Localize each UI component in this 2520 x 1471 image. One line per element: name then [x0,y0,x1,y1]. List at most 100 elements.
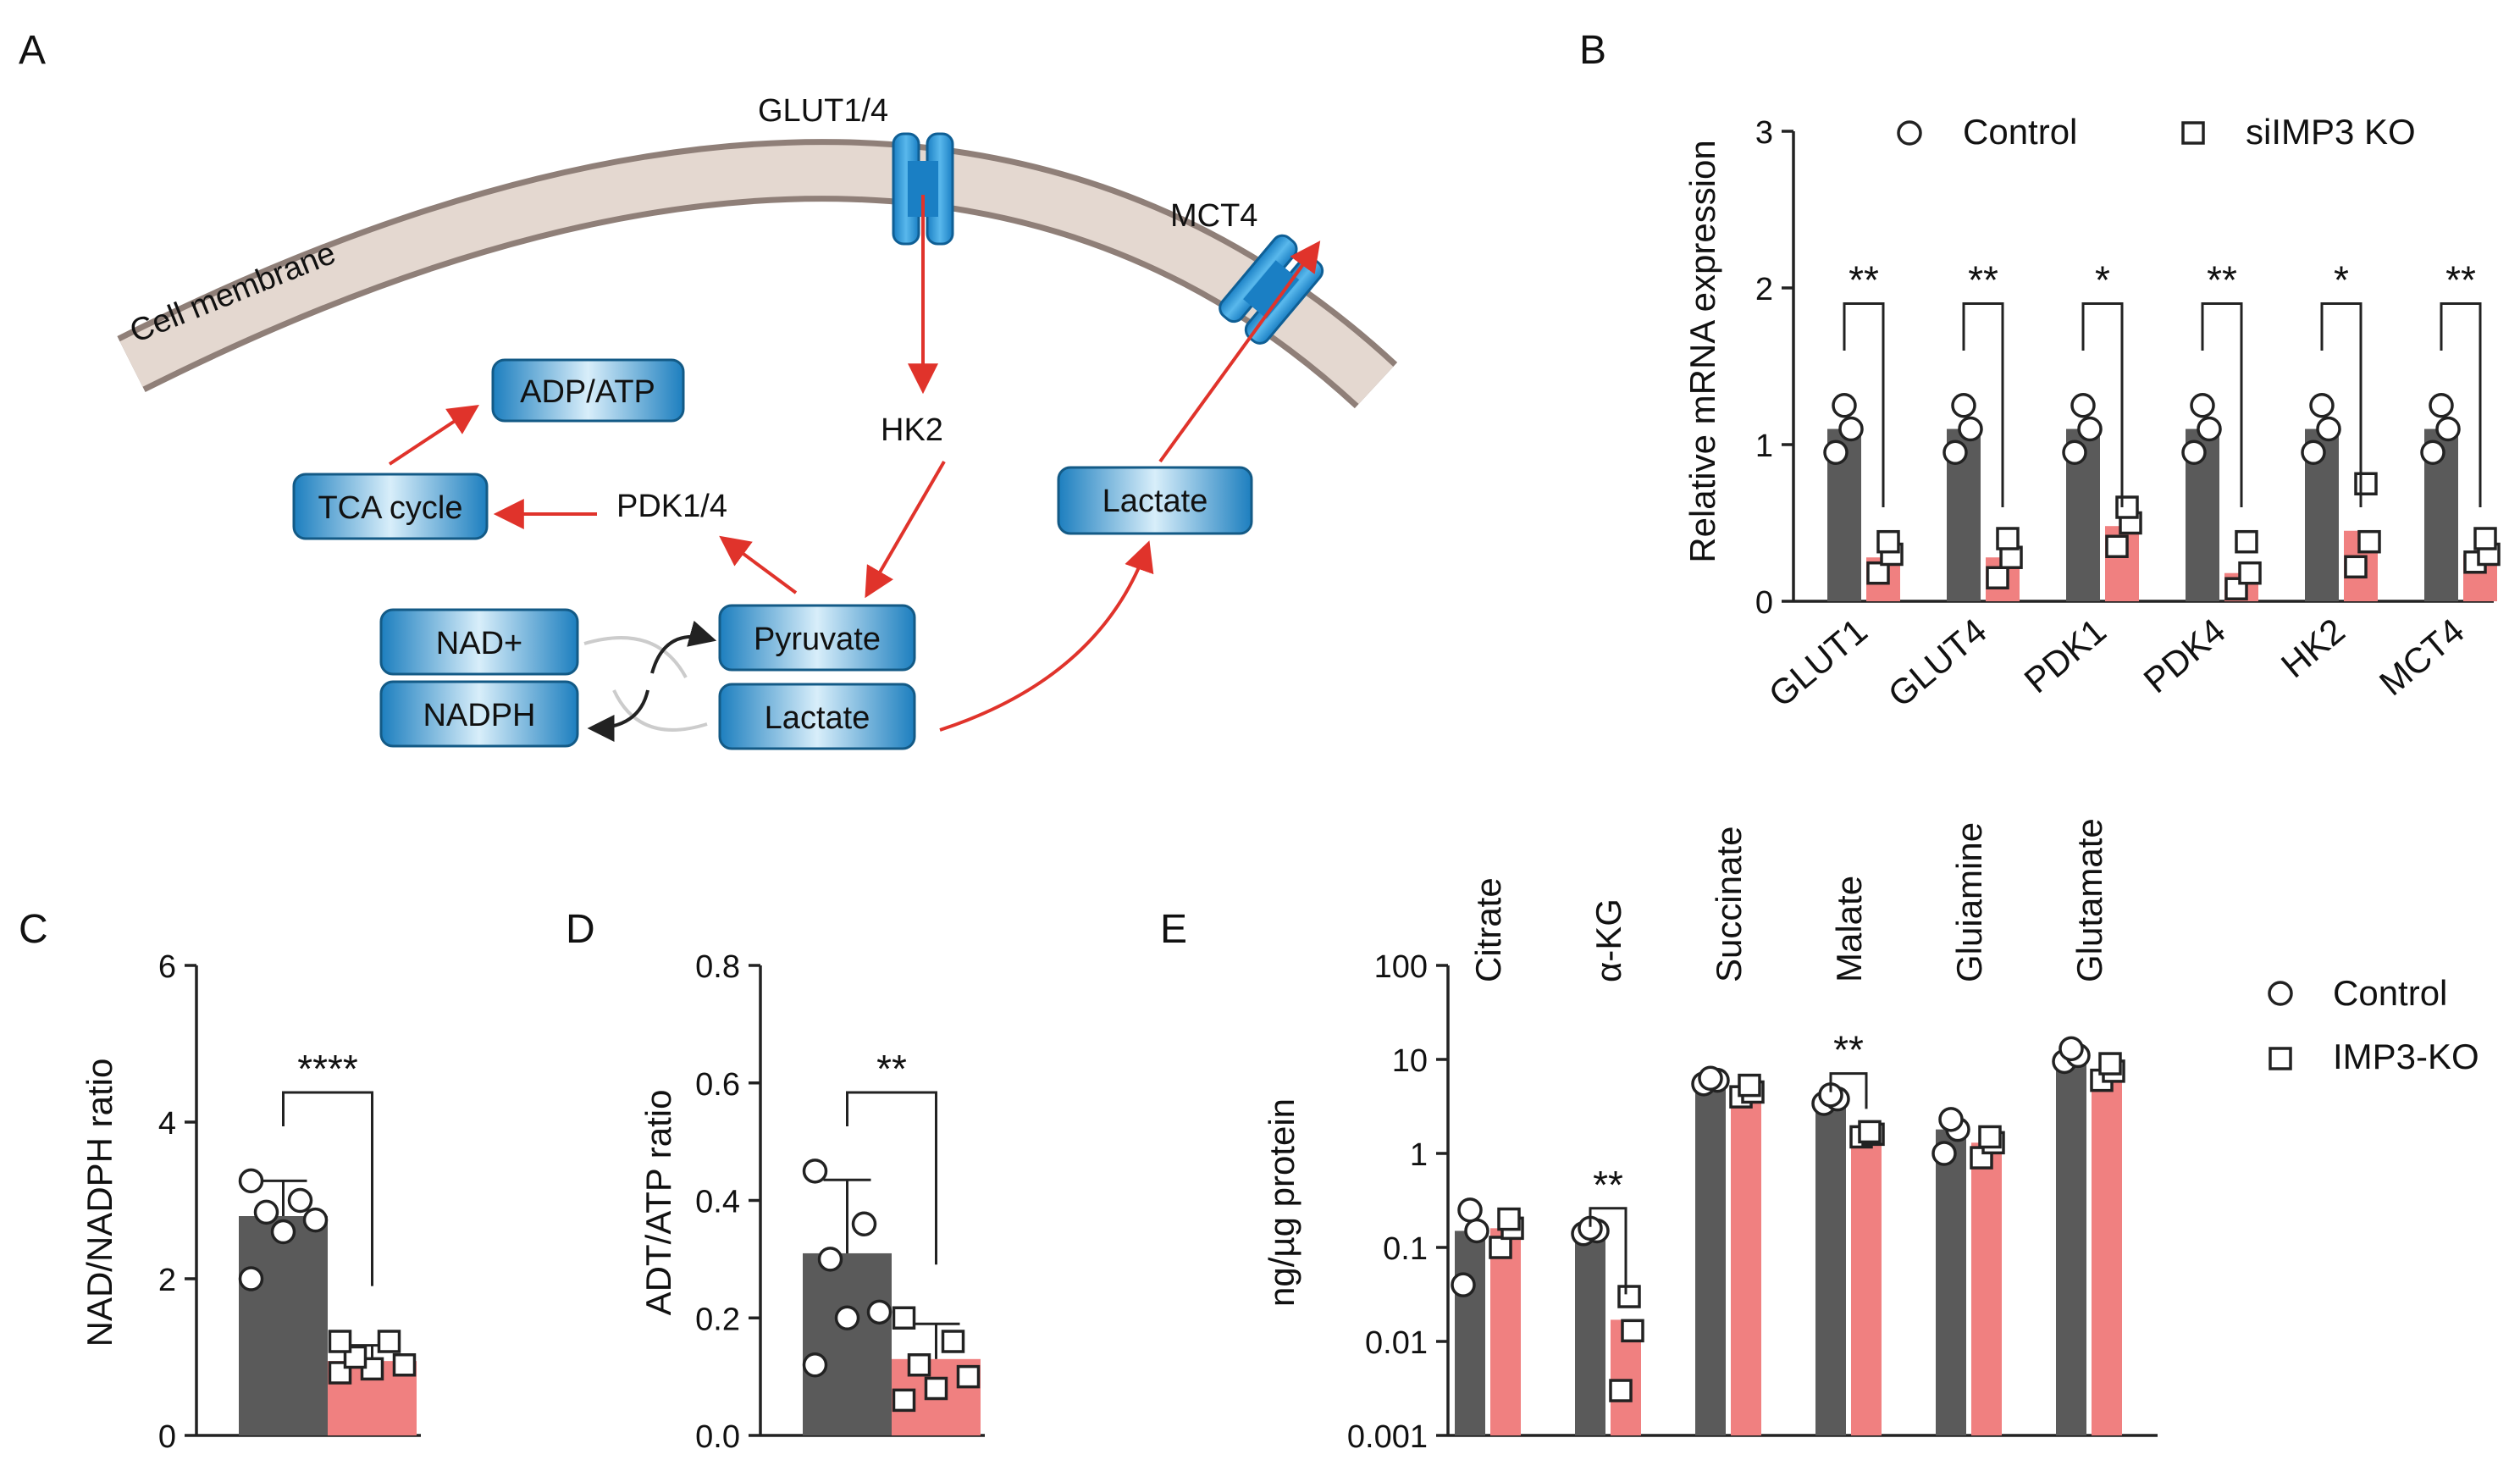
b-point-ko [1999,545,2023,569]
b-point-control [2197,416,2222,442]
d-point-Control [817,1247,843,1272]
b-point-ko [2344,555,2368,579]
b-point-control [2420,440,2445,465]
e-category-label: α-KG [1589,899,1628,982]
b-point-ko [1876,529,1900,554]
c-point-KO [328,1330,352,1353]
panel-label-e: E [1160,907,1187,952]
e-bar-ko-Gluiamine [1971,1142,2002,1435]
b-point-ko [2357,529,2381,554]
pdk-label: PDK1/4 [616,489,727,524]
e-sig-Malate-bracket [1829,1072,1868,1109]
d-point-KO [907,1353,931,1377]
b-point-control [2062,440,2087,465]
e-sig-α-KG-label: ** [1593,1163,1623,1207]
b-sig-GLUT1-bracket [1843,302,1885,507]
e-point-ko [1497,1207,1521,1231]
c-bar-Control [239,1216,328,1435]
b-point-control [2316,416,2341,442]
b-point-control [1838,416,1864,442]
c-sig-bracket [282,1091,373,1286]
c-y-tick-label: 4 [158,1106,176,1142]
mct-label: MCT4 [1170,198,1257,234]
e-point-control [2059,1036,2084,1062]
hk2-label: HK2 [881,412,943,448]
b-point-control [2309,393,2335,418]
box-nad: NAD+ [379,608,579,676]
e-point-control [1938,1107,1964,1132]
e-point-ko [1617,1285,1641,1308]
c-point-KO [392,1353,417,1377]
b-legend-control-marker [1897,120,1922,146]
c-point-Control [238,1168,264,1194]
b-point-control [2077,416,2103,442]
e-point-control [1464,1218,1489,1244]
box-nadph: NADPH [379,680,579,748]
b-point-ko [2238,561,2262,585]
svg-text:ADP/ATP: ADP/ATP [520,374,655,410]
e-sig-Malate-label: ** [1833,1028,1864,1072]
b-y-tick-label: 2 [1755,272,1773,307]
d-y-tick-label: 0.2 [695,1302,740,1337]
e-bar-control-Citrate [1455,1230,1485,1435]
redox-cycle-arrows [583,620,717,742]
b-point-ko [2235,529,2258,554]
b-x-tick-label: HK2 [2274,611,2352,686]
e-y-tick-label: 0.001 [1347,1419,1428,1455]
b-sig-MCT4-label: ** [2445,258,2476,302]
e-legend-control-marker [2268,981,2293,1006]
e-legend-ko-marker [2269,1047,2292,1070]
e-point-control [1698,1065,1723,1092]
svg-text:Lactate: Lactate [1102,484,1208,519]
b-sig-PDK1-label: * [2095,258,2110,302]
panel-label-d: D [566,907,595,952]
b-sig-GLUT4-label: ** [1968,258,1998,302]
e-point-control [1451,1272,1476,1297]
chart-d: ADT/ATP ratio 0.00.20.40.60.8** [638,949,985,1455]
b-legend: Control siIMP3 KO [1897,112,2416,152]
b-point-control [2435,416,2461,442]
b-sig-GLUT4-bracket [1962,302,2004,507]
e-legend: Control IMP3-KO [2268,973,2479,1076]
e-bar-control-Succinate [1695,1080,1726,1435]
chart-b: Relative mRNA expression Control siIMP3 … [1683,112,2501,715]
b-sig-PDK4-bracket [2201,302,2243,507]
b-point-control [2070,393,2096,418]
b-y-axis-label: Relative mRNA expression [1683,140,1722,563]
b-point-control [2301,440,2326,465]
e-y-tick-label: 1 [1410,1137,1428,1173]
b-sig-PDK1-bracket [2081,302,2124,507]
b-point-control [1832,393,1857,418]
e-y-tick-label: 10 [1392,1043,1428,1079]
b-y-tick-label: 1 [1755,429,1773,464]
e-category-label: Malate [1829,876,1869,982]
c-y-axis-label: NAD/NADPH ratio [80,1059,119,1347]
b-legend-ko-marker [2181,121,2205,145]
c-y-tick-label: 2 [158,1263,176,1298]
d-y-axis-label: ADT/ATP ratio [638,1090,678,1316]
e-y-tick-label: 0.01 [1365,1325,1428,1361]
e-sig-α-KG-bracket [1589,1207,1628,1295]
svg-text:TCA cycle: TCA cycle [318,490,462,526]
e-category-label: Citrate [1468,877,1508,982]
b-x-tick-label: PDK4 [2136,611,2233,701]
b-y-tick-label: 0 [1755,585,1773,621]
panel-label-a: A [19,28,46,73]
d-point-KO [892,1388,916,1413]
c-sig-label: **** [297,1047,358,1091]
e-y-tick-label: 0.1 [1383,1231,1428,1267]
box-pyruvate: Pyruvate [718,604,916,672]
e-y-axis-label: ng/µg protein [1262,1098,1301,1307]
b-sig-PDK4-label: ** [2207,258,2237,302]
e-point-ko [1489,1236,1512,1259]
chart-e: ng/µg protein Control IMP3-KO 0.001 0.01 0… [1262,818,2479,1455]
c-point-Control [287,1187,313,1214]
b-x-tick-label: MCT4 [2372,611,2472,704]
e-bar-control-Glutamate [2056,1055,2086,1435]
b-point-control [1942,440,1968,465]
b-legend-control: Control [1963,112,2077,152]
d-sig-label: ** [876,1047,907,1091]
e-category-label: Succinate [1709,827,1749,982]
